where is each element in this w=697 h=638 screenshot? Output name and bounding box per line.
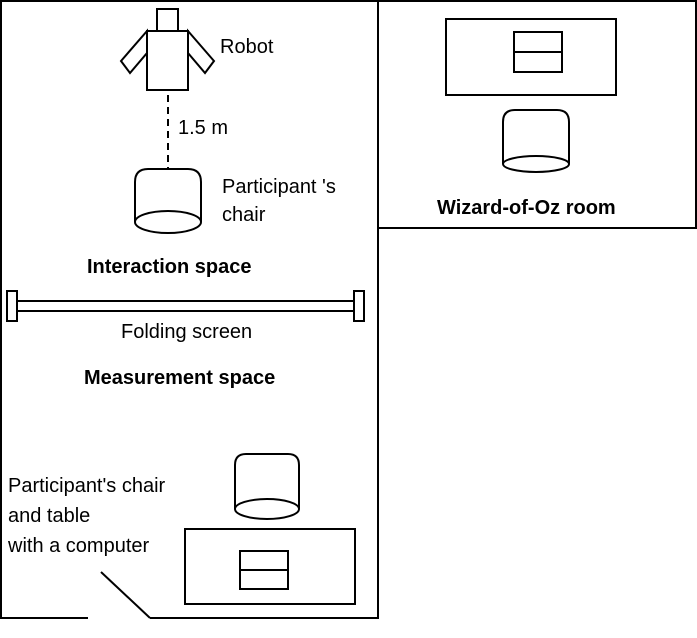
robot-figure (119, 8, 216, 91)
wizard-room-label: Wizard-of-Oz room (437, 197, 616, 219)
participant-chair-label-line1: Participant 's (222, 176, 336, 198)
desk-label-line3: with a computer (8, 535, 150, 557)
robot-label: Robot (220, 36, 274, 58)
wizard-table (445, 18, 617, 96)
measurement-table (184, 528, 356, 605)
folding-screen-label: Folding screen (121, 321, 253, 343)
wizard-chair (502, 109, 570, 173)
wizard-room-wall (378, 0, 697, 229)
main-room-wall (0, 0, 379, 619)
distance-label: 1.5 m (178, 117, 229, 139)
participant-chair-label-line2: chair (222, 204, 266, 226)
folding-screen (6, 290, 365, 322)
desk-label-line2: and table (8, 505, 91, 527)
door (100, 571, 151, 619)
measurement-space-label: Measurement space (84, 367, 276, 389)
interaction-space-label: Interaction space (87, 256, 252, 278)
participant-chair (134, 168, 202, 234)
desk-label-line1: Participant's chair (8, 475, 166, 497)
measurement-chair (234, 453, 300, 520)
